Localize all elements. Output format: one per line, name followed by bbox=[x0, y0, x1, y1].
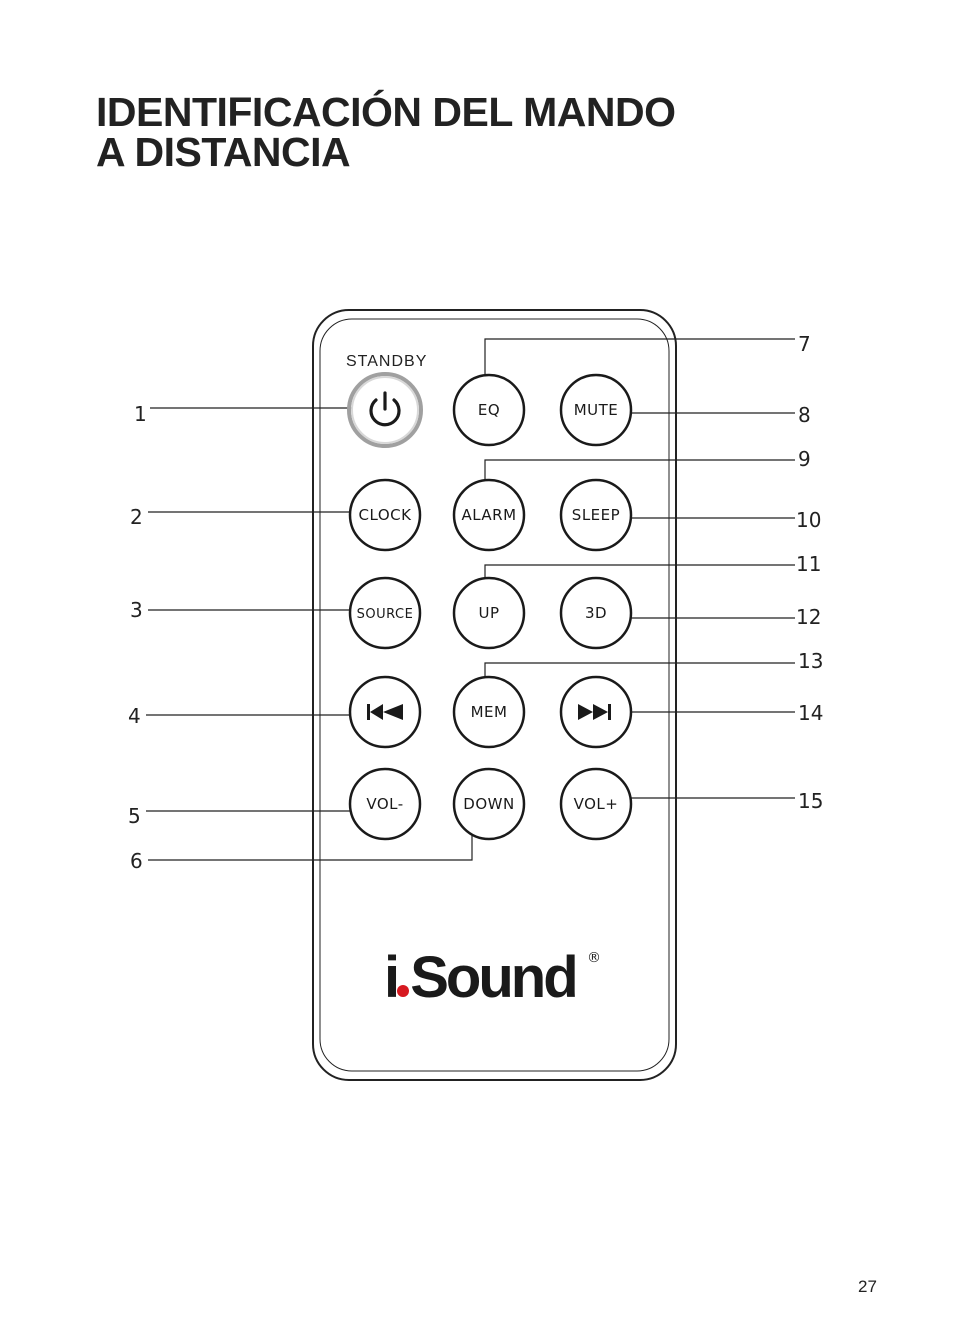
mem-button-label: MEM bbox=[471, 703, 508, 721]
up-button-label: UP bbox=[478, 604, 499, 622]
callout-number-9: 9 bbox=[798, 447, 811, 471]
callout-number-13: 13 bbox=[798, 649, 823, 673]
callout-number-5: 5 bbox=[128, 804, 141, 828]
eq-button[interactable]: EQ bbox=[452, 373, 526, 447]
vol-plus-button-label: VOL+ bbox=[574, 795, 619, 813]
mute-button-label: MUTE bbox=[574, 401, 619, 419]
3d-button[interactable]: 3D bbox=[559, 576, 633, 650]
source-button-label: SOURCE bbox=[357, 607, 414, 622]
clock-button[interactable]: CLOCK bbox=[348, 478, 422, 552]
down-button-label: DOWN bbox=[463, 795, 514, 813]
clock-button-label: CLOCK bbox=[359, 506, 413, 524]
page-title-line-2: A DISTANCIA bbox=[96, 129, 351, 175]
callout-number-8: 8 bbox=[798, 403, 811, 427]
eq-button-label: EQ bbox=[478, 401, 500, 419]
down-button[interactable]: DOWN bbox=[452, 767, 526, 841]
callout-number-1: 1 bbox=[134, 402, 147, 426]
3d-button-label: 3D bbox=[585, 604, 607, 622]
brand-logo-red-dot bbox=[397, 985, 409, 997]
alarm-button[interactable]: ALARM bbox=[452, 478, 526, 552]
source-button[interactable]: SOURCE bbox=[348, 576, 422, 650]
vol-minus-button[interactable]: VOL- bbox=[348, 767, 422, 841]
callout-number-14: 14 bbox=[798, 701, 823, 725]
callout-line-7 bbox=[484, 338, 795, 390]
page-title: IDENTIFICACIÓN DEL MANDO A DISTANCIA bbox=[96, 89, 676, 175]
page-title-line-1: IDENTIFICACIÓN DEL MANDO bbox=[96, 89, 676, 135]
brand-logo: i Sound ® bbox=[384, 945, 601, 1010]
callout-line-11 bbox=[484, 564, 795, 595]
up-button[interactable]: UP bbox=[452, 576, 526, 650]
sleep-button-label: SLEEP bbox=[572, 506, 620, 524]
callout-number-10: 10 bbox=[796, 508, 821, 532]
brand-logo-text: i Sound bbox=[384, 945, 576, 1010]
skip-next-icon bbox=[578, 704, 611, 720]
callout-number-15: 15 bbox=[798, 789, 823, 813]
brand-trademark: ® bbox=[587, 950, 601, 966]
callout-number-11: 11 bbox=[796, 552, 821, 576]
skip-previous-icon bbox=[367, 704, 403, 720]
vol-minus-button-label: VOL- bbox=[366, 795, 403, 813]
callout-number-12: 12 bbox=[796, 605, 821, 629]
page-number: 27 bbox=[858, 1277, 877, 1296]
callout-line-9 bbox=[484, 459, 795, 497]
remote-body-outline bbox=[312, 309, 677, 1081]
remote-body-inner-outline bbox=[319, 318, 670, 1072]
standby-button[interactable] bbox=[347, 372, 423, 448]
power-icon bbox=[369, 391, 401, 427]
mem-button[interactable]: MEM bbox=[452, 675, 526, 749]
callout-line-13 bbox=[484, 662, 795, 697]
callout-number-4: 4 bbox=[128, 704, 141, 728]
vol-plus-button[interactable]: VOL+ bbox=[559, 767, 633, 841]
prev-button[interactable] bbox=[348, 675, 422, 749]
alarm-button-label: ALARM bbox=[461, 506, 516, 524]
mute-button[interactable]: MUTE bbox=[559, 373, 633, 447]
next-button[interactable] bbox=[559, 675, 633, 749]
callout-number-7: 7 bbox=[798, 332, 811, 356]
standby-label: STANDBY bbox=[346, 353, 427, 370]
sleep-button[interactable]: SLEEP bbox=[559, 478, 633, 552]
callout-line-6 bbox=[148, 816, 473, 861]
callout-number-3: 3 bbox=[130, 598, 143, 622]
callout-number-6: 6 bbox=[130, 849, 143, 873]
callout-number-2: 2 bbox=[130, 505, 143, 529]
